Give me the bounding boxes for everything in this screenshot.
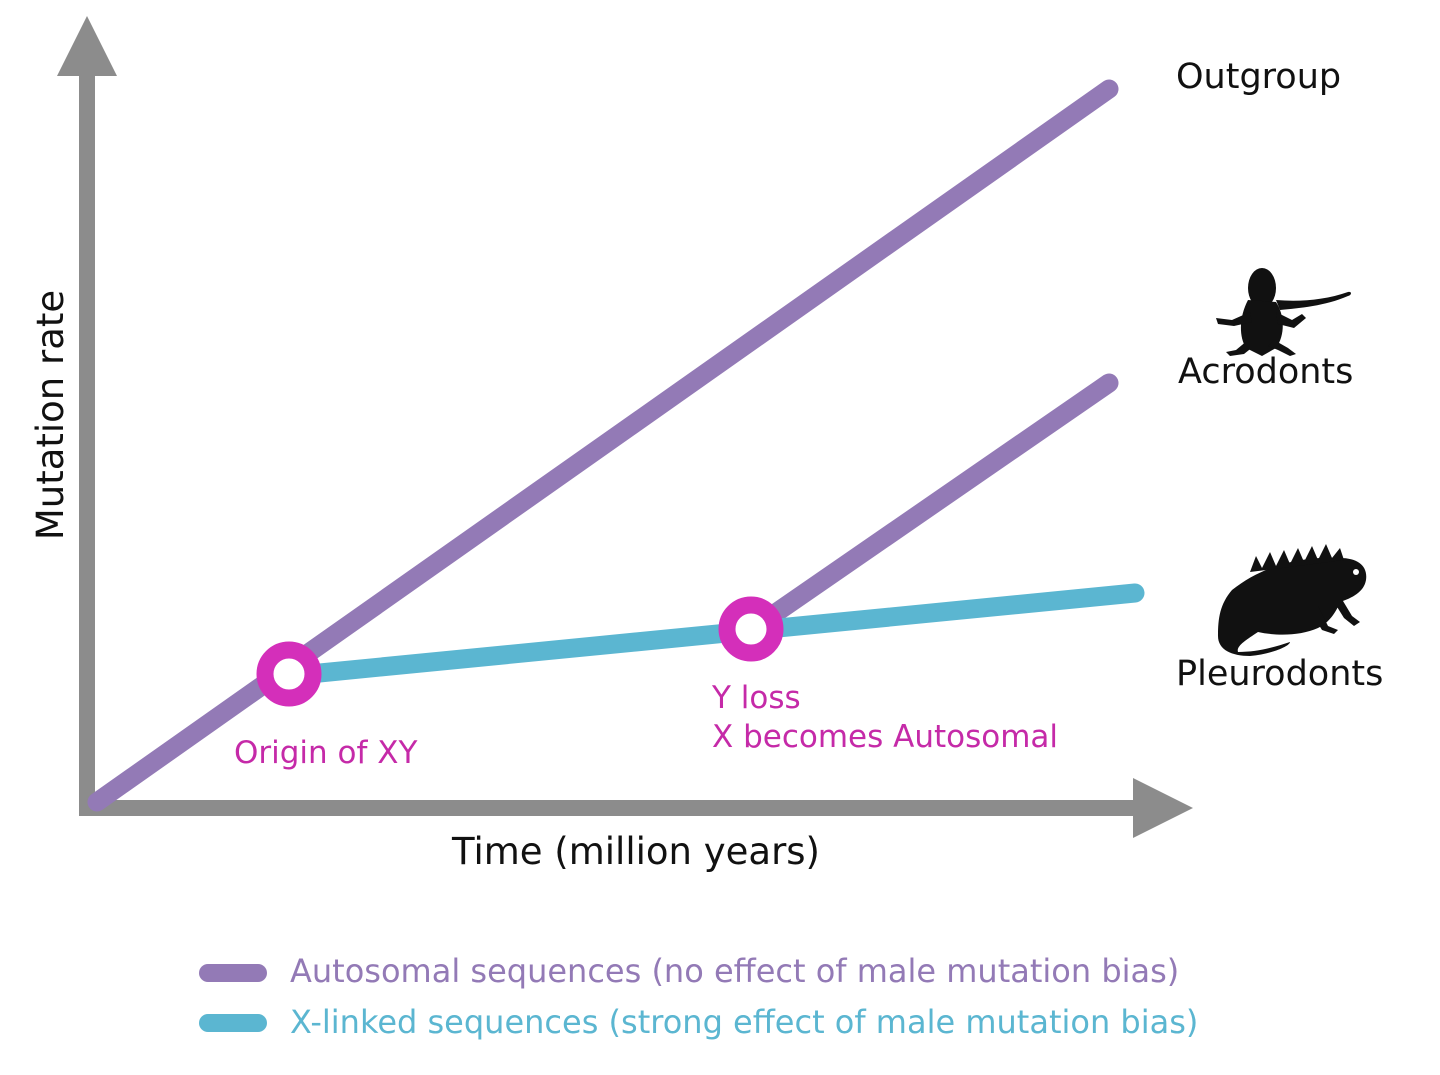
y-axis-label: Mutation rate [29,290,72,540]
outgroup-line [87,79,1119,812]
x-autosomal-label: X becomes Autosomal [712,719,1058,755]
event-markers [256,596,784,707]
xlinked-line [279,583,1145,686]
origin-label: Origin of XY [234,735,418,771]
legend-autosomal-label: Autosomal sequences (no effect of male m… [290,952,1179,990]
acrodonts-label: Acrodonts [1178,352,1353,392]
lineage-lines [87,79,1145,812]
acrodonts-line [741,373,1119,640]
iguana-pleurodont-icon [1218,544,1367,656]
y-loss-label: Y loss [711,680,801,716]
outgroup-label: Outgroup [1176,57,1341,97]
y-axis-arrowhead [57,16,117,76]
y-loss-marker [718,596,784,662]
legend-xlinked-label: X-linked sequences (strong effect of mal… [290,1003,1198,1041]
axes [57,16,1193,838]
x-axis-label: Time (million years) [451,830,820,873]
legend: Autosomal sequences (no effect of male m… [199,952,1198,1041]
origin-marker [256,641,322,707]
x-axis-arrowhead [1133,778,1193,838]
lizard-acrodont-icon [1216,268,1351,356]
pleurodonts-label: Pleurodonts [1176,654,1383,694]
